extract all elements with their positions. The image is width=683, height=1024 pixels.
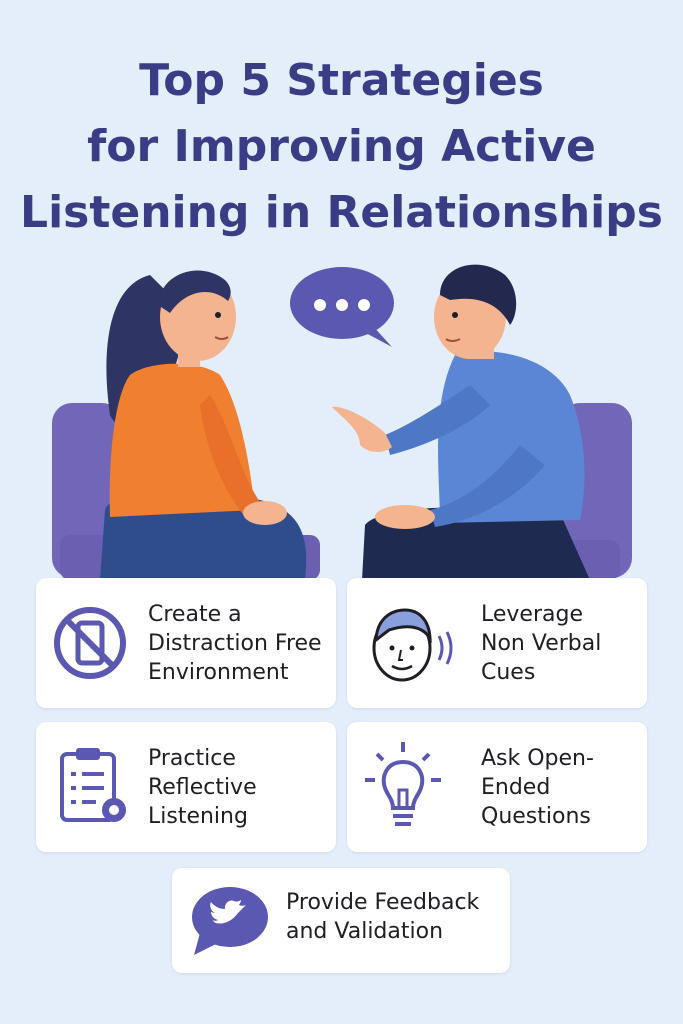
strategy-card-feedback-validation: Provide Feedback and Validation [172,868,510,973]
chat-bubble-icon [192,887,268,955]
title-line-2: for Improving Active [87,121,596,172]
strategy-label: Practice Reflective Listening [148,746,257,829]
strategy-card-open-ended-questions: Ask Open- Ended Questions [347,722,647,852]
strategy-card-nonverbal-cues: Leverage Non Verbal Cues [347,578,647,708]
title-line-3: Listening in Relationships [20,187,663,238]
strategy-label: Leverage Non Verbal Cues [481,602,602,685]
no-phone-icon [54,607,126,679]
strategy-card-reflective-listening: Practice Reflective Listening [36,722,336,852]
face-icon [372,608,453,682]
strategy-label: Create a Distraction Free Environment [148,602,322,685]
strategy-card-distraction-free: Create a Distraction Free Environment [36,578,336,708]
strategy-label: Provide Feedback and Validation [286,890,480,944]
strategy-label: Ask Open- Ended Questions [481,746,594,829]
clipboard-icon [60,748,126,822]
speech-bubble-icon [290,267,394,347]
conversation-illustration [52,264,632,580]
title-line-1: Top 5 Strategies [139,55,544,106]
page-title: Top 5 Strategies for Improving Active Li… [0,48,683,246]
man-figure [332,264,590,580]
woman-figure [100,270,307,580]
lightbulb-icon [365,742,441,826]
